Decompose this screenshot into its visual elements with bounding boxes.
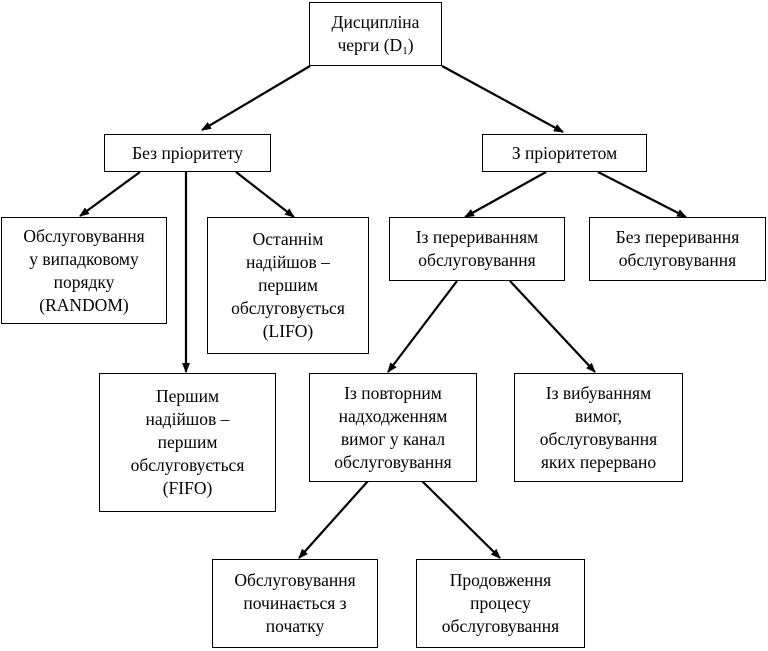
node-no-priority: Без пріоритету	[104, 134, 271, 172]
node-label-line: порядку	[53, 271, 115, 292]
node-non-preemptive: Без переривання обслуговування	[589, 217, 766, 281]
node-label-line: надійшов –	[246, 252, 330, 272]
arrow-with-priority-to-preemptive	[464, 171, 547, 218]
node-label-line: Останнім	[252, 229, 324, 249]
node-label-line: Без пріоритету	[132, 142, 243, 163]
arrow-no-priority-to-lifo	[235, 171, 295, 218]
node-label-line: обслуговування	[618, 250, 737, 270]
node-label-line: обслуговується	[130, 455, 245, 475]
node-lifo: Останнім надійшов – першим обслуговуєтьс…	[207, 217, 369, 354]
node-label-line: обслуговується	[231, 298, 345, 318]
node-random: Обслуговування у випадковому порядку (RA…	[1, 217, 167, 324]
node-label-line: обслуговування	[441, 616, 560, 636]
node-queue-discipline: Дисципліна черги (D1)	[309, 2, 442, 66]
arrow-no-priority-to-random	[79, 171, 141, 217]
node-label-line: процесу	[470, 593, 531, 613]
node-preemptive: Із перериванням обслуговування	[389, 217, 565, 281]
arrow-preemptive-to-repeat-entry	[387, 280, 458, 373]
node-label-line: вимог,	[574, 405, 622, 426]
node-label-line: яких перервано	[540, 451, 657, 472]
node-label-line: Із перериванням	[415, 227, 539, 247]
arrow-repeat-entry-to-resume	[421, 480, 501, 559]
node-label-line: З пріоритетом	[511, 142, 618, 163]
node-label-line: першим	[258, 275, 318, 295]
arrow-root-to-with-priority	[441, 65, 564, 133]
node-label-line: вимог у канал	[340, 428, 446, 449]
node-label-line: Першим	[155, 386, 220, 406]
node-label-line: надійшов –	[145, 409, 230, 429]
subscript-index: 1	[402, 45, 408, 57]
node-label-line: обслуговування	[418, 250, 536, 270]
node-label-line: Дисципліна	[331, 12, 420, 32]
node-label-line: Без переривання	[615, 227, 740, 247]
node-label-line: початку	[265, 616, 325, 636]
node-label-line: надходженням	[338, 405, 448, 426]
node-fifo: Першим надійшов – першим обслуговується …	[99, 373, 276, 512]
node-restart: Обслуговування починається з початку	[212, 559, 378, 648]
arrow-root-to-no-priority	[201, 65, 311, 131]
node-label-line: (RANDOM)	[39, 294, 129, 315]
node-label-line: Продовження	[449, 570, 552, 590]
node-with-priority: З пріоритетом	[482, 134, 647, 172]
node-label-line: обслуговування	[539, 428, 658, 449]
node-label-line: (LIFO)	[262, 321, 314, 341]
node-label-line: починається з	[243, 593, 347, 613]
node-label-line: черги (D1)	[337, 35, 414, 57]
node-label-line: (FIFO)	[162, 478, 213, 498]
node-repeat-entry: Із повторним надходженням вимог у канал …	[309, 373, 477, 482]
arrow-with-priority-to-non-preemptive	[597, 171, 687, 218]
node-label-line: обслуговування	[334, 451, 452, 472]
node-resume: Продовження процесу обслуговування	[416, 559, 585, 648]
node-dropout: Із вибуванням вимог, обслуговування яких…	[514, 373, 683, 482]
arrow-repeat-entry-to-restart	[298, 480, 369, 559]
node-label-line: Обслуговування	[234, 570, 356, 590]
node-label-line: у випадковому	[29, 248, 139, 269]
node-label-line: першим	[157, 432, 218, 452]
arrow-preemptive-to-dropout	[509, 280, 596, 373]
node-label-line: Із повторним	[344, 382, 442, 403]
node-label-line: Із вибуванням	[545, 382, 652, 403]
node-label-line: Обслуговування	[23, 225, 145, 246]
